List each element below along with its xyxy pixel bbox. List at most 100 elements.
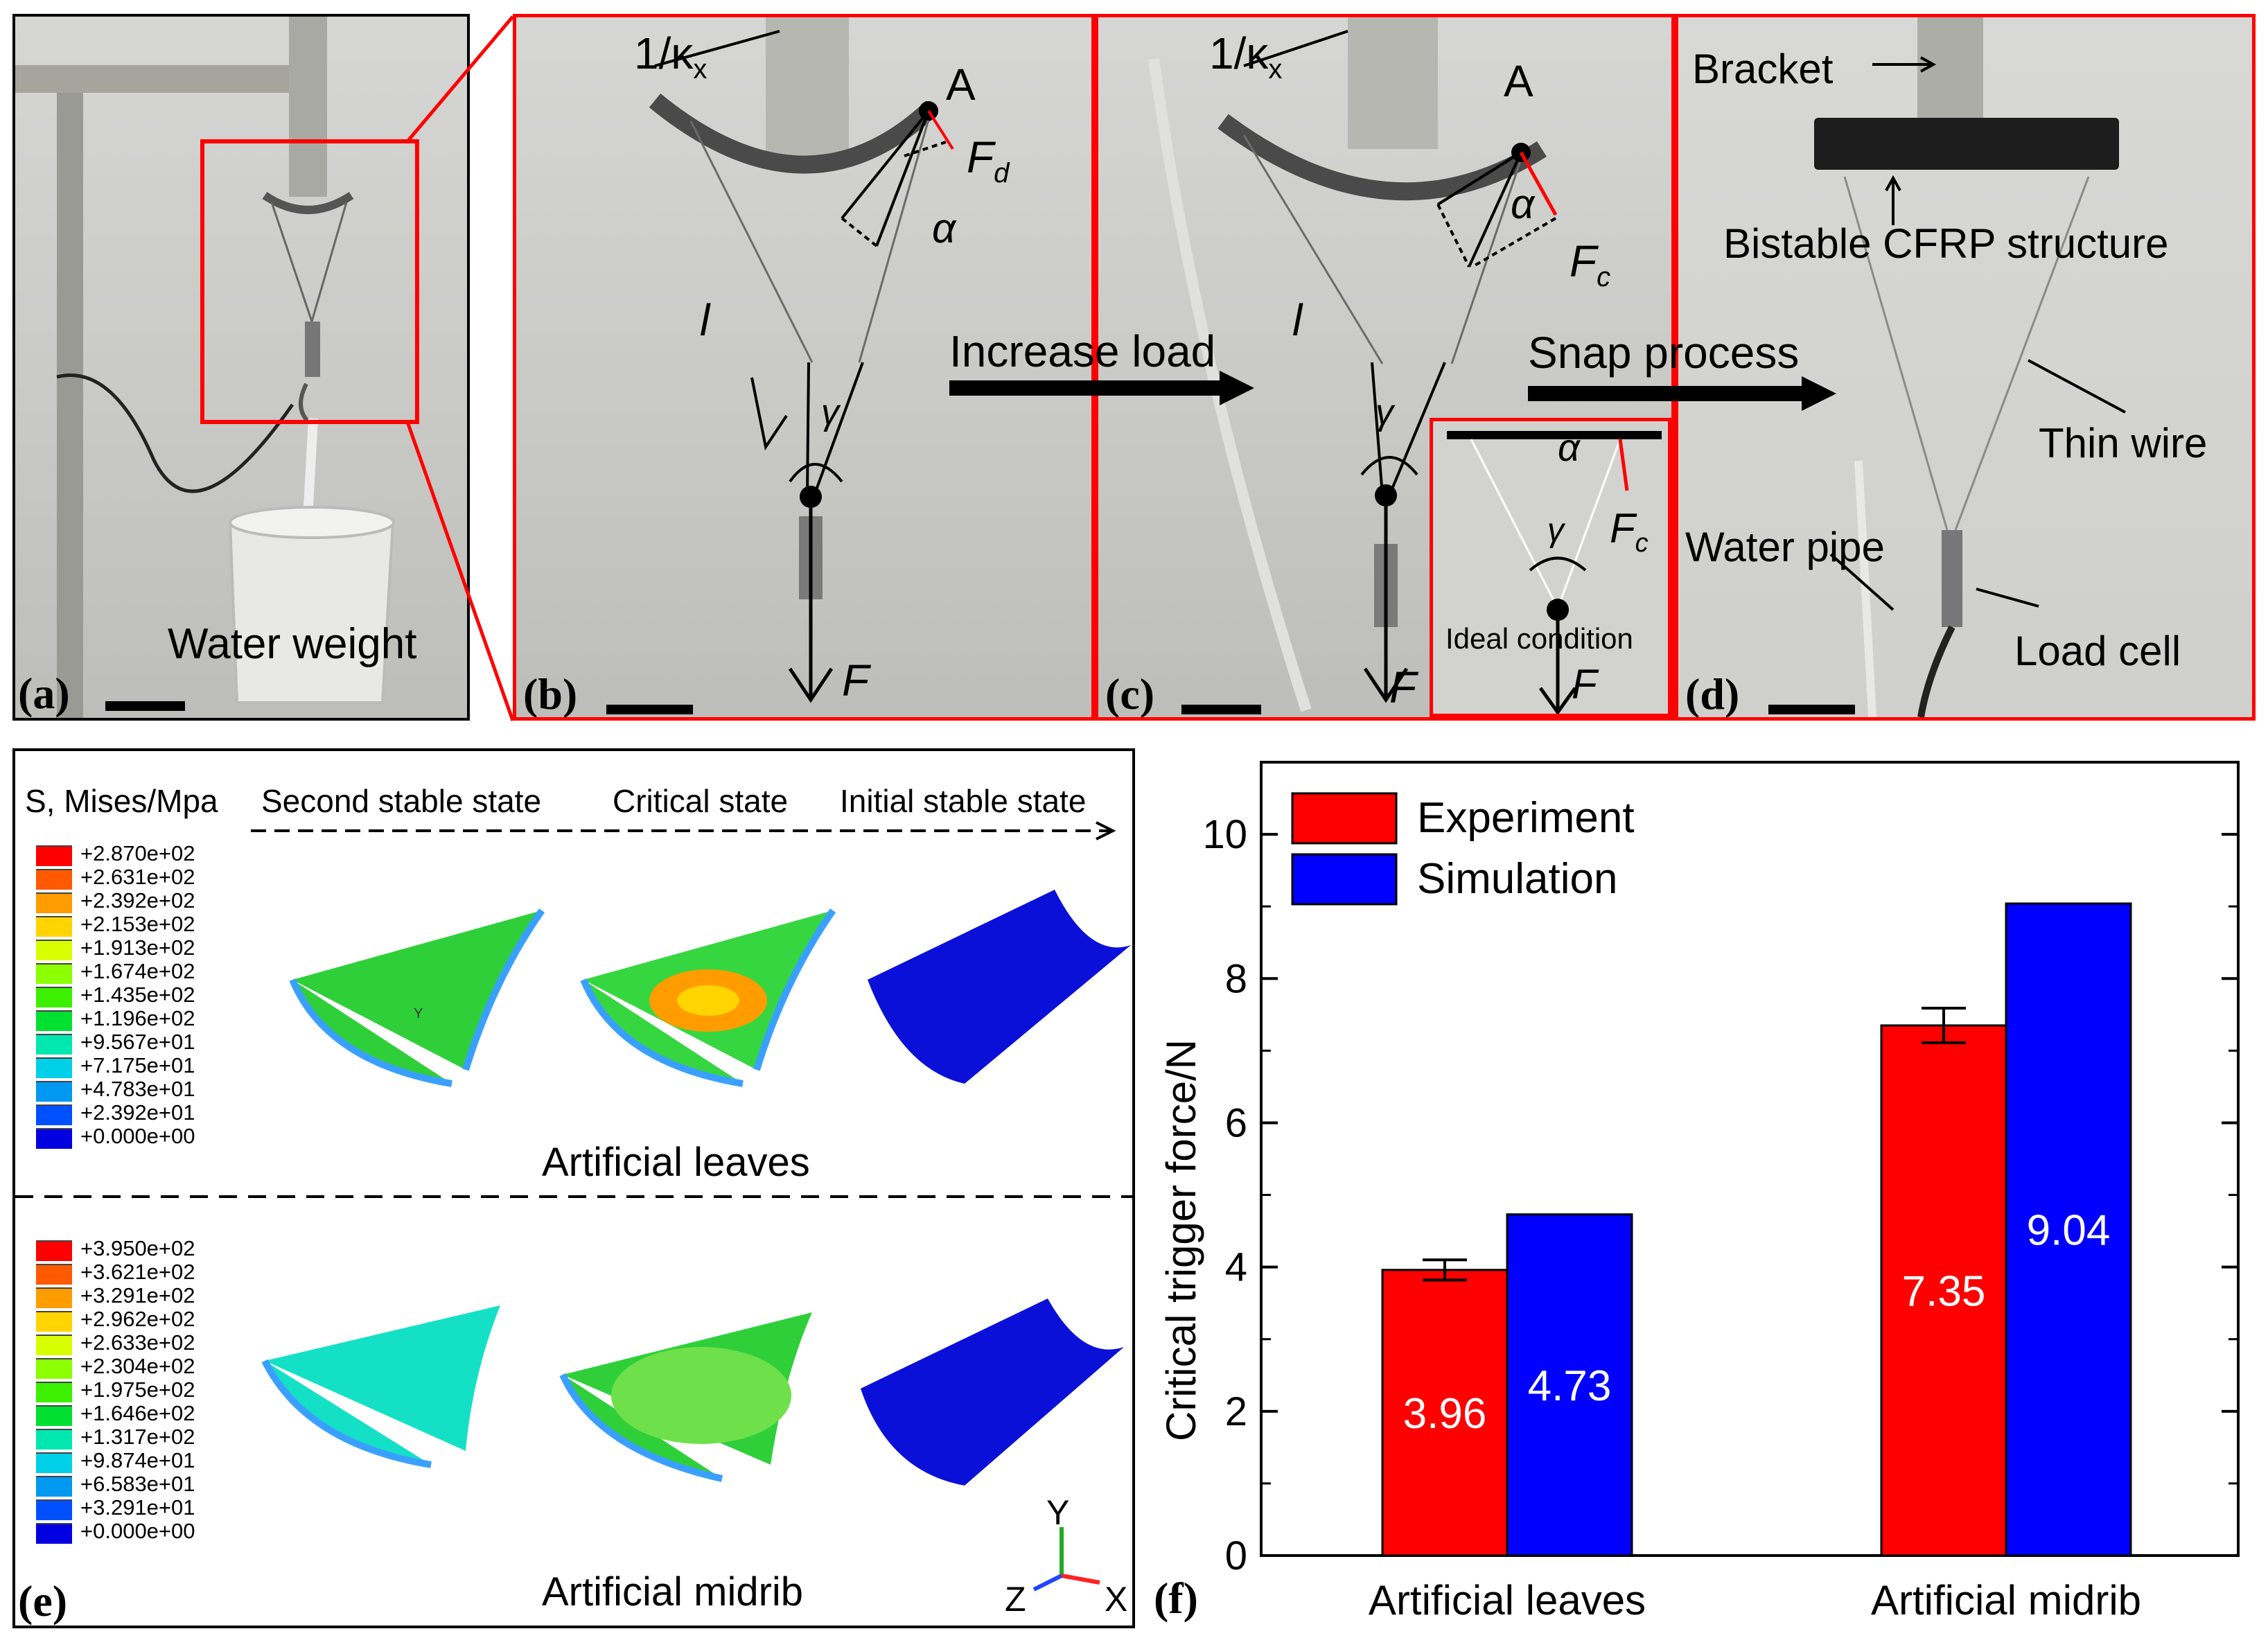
alpha-label: α [1511, 181, 1535, 227]
legend-entry: +1.646e+02 [36, 1401, 251, 1426]
legend-value: +2.870e+02 [80, 841, 195, 865]
setup-sketch [56, 139, 419, 704]
legend-swatch [36, 1476, 72, 1497]
axis-triad-icon [1032, 1527, 1100, 1592]
ideal-condition-label: Ideal condition [1445, 622, 1633, 655]
legend-swatch [36, 1452, 72, 1473]
bar-value-label: 4.73 [1528, 1362, 1612, 1410]
alpha-label: α [932, 205, 956, 252]
panel-f-label: (f) [1154, 1574, 1198, 1623]
legend-value: +2.304e+02 [80, 1354, 195, 1378]
legend-entry: +2.631e+02 [36, 865, 251, 890]
artificial-midrib-title: Artificial midrib [542, 1569, 804, 1614]
fe-shells-midrib [261, 1298, 1124, 1486]
legend-value: +3.291e+01 [80, 1495, 195, 1520]
bracket-post [766, 17, 849, 156]
state-initial-stable: Initial stable state [840, 783, 1087, 819]
legend-value: +0.000e+00 [80, 1124, 195, 1148]
legend-entry: +9.874e+01 [36, 1448, 251, 1473]
point-a-label: A [946, 60, 976, 109]
legend-value: +3.291e+02 [80, 1283, 195, 1307]
panel-c-diagram [1148, 30, 1558, 712]
inset-diagram [1447, 431, 1662, 714]
force-f-label: F [842, 655, 870, 705]
y-tick-label: 4 [1225, 1245, 1247, 1290]
bar-experiment [1381, 1269, 1509, 1557]
legend-entry: +2.962e+02 [36, 1307, 251, 1332]
legend-swatch [36, 1358, 72, 1379]
force-f-label: F [1389, 662, 1417, 712]
aluminum-frame-post [57, 72, 83, 718]
bar-value-label: 3.96 [1403, 1390, 1487, 1438]
y-tick-label: 0 [1225, 1533, 1247, 1578]
legend-entry: +1.913e+02 [36, 935, 251, 960]
legend-swatch [36, 1010, 72, 1031]
legend-value: +4.783e+01 [80, 1077, 195, 1101]
legend-entry: +6.583e+01 [36, 1472, 251, 1497]
stress-legend-leaves: +2.870e+02+2.631e+02+2.392e+02+2.153e+02… [36, 841, 251, 1153]
legend-swatch [36, 892, 72, 913]
legend-value: +6.583e+01 [80, 1472, 195, 1496]
bracket-post [289, 17, 327, 197]
legend-swatch [36, 1499, 72, 1520]
legend-entry: +3.291e+01 [36, 1495, 251, 1520]
legend-swatch [36, 1034, 72, 1055]
scale-bar [1768, 705, 1855, 714]
axis-x-label: X [1105, 1580, 1128, 1619]
legend-value: +1.975e+02 [80, 1377, 195, 1402]
legend-entry: +1.674e+02 [36, 959, 251, 984]
legend-value: +1.674e+02 [80, 959, 195, 983]
ideal-condition-inset: α γ Fc Ideal condition F [1430, 418, 1671, 717]
process-arrows [949, 371, 1836, 411]
legend-value: +2.962e+02 [80, 1307, 195, 1331]
y-tick-label: 6 [1225, 1100, 1247, 1145]
legend-swatch [36, 1523, 72, 1544]
bar-value-label: 7.35 [1902, 1267, 1986, 1315]
legend-swatch [36, 1382, 72, 1402]
legend-entry: +7.175e+01 [36, 1053, 251, 1078]
force-fc-label: Fc [1570, 236, 1611, 292]
curvature-label: 1/κx [634, 28, 707, 85]
smises-header: S, Mises/Mpa [25, 783, 218, 819]
legend-entry: +2.870e+02 [36, 841, 251, 866]
inset-force-fc-label: Fc [1610, 505, 1649, 558]
legend-entry: +9.567e+01 [36, 1030, 251, 1055]
legend-entry: +1.196e+02 [36, 1006, 251, 1031]
panel-b: 1/κx A Fd α l γ F (b) [513, 14, 1095, 721]
legend-swatch [36, 1104, 72, 1125]
legend-swatch [36, 845, 72, 866]
snap-process-label: Snap process [1528, 328, 1800, 378]
scale-bar [606, 705, 693, 714]
bistable-cfrp-label: Bistable CFRP structure [1723, 220, 2169, 267]
legend-swatch-experiment [1291, 792, 1398, 845]
y-tick-label: 2 [1225, 1389, 1247, 1434]
chart-ylabel: Critical trigger force/N [1158, 1039, 1204, 1441]
legend-value: +2.633e+02 [80, 1330, 195, 1355]
bar-simulation [2005, 902, 2132, 1557]
legend-swatch [36, 1240, 72, 1261]
legend-label: Experiment [1417, 794, 1635, 842]
state-direction-arrow [15, 821, 1132, 1198]
wire-length-label: l [700, 295, 710, 345]
x-tick-label: Artificial midrib [1871, 1577, 2141, 1623]
legend-swatch [36, 1264, 72, 1285]
legend-entry: +3.950e+02 [36, 1236, 251, 1261]
panel-c-label: (c) [1105, 669, 1155, 719]
scale-bar [105, 701, 185, 711]
legend-value: +9.874e+01 [80, 1448, 195, 1472]
legend-value: +2.392e+01 [80, 1100, 195, 1125]
legend-label: Simulation [1417, 855, 1617, 903]
water-pipe-label: Water pipe [1685, 524, 1885, 570]
legend-value: +1.435e+02 [80, 983, 195, 1007]
legend-entry: +1.975e+02 [36, 1377, 251, 1402]
bar-experiment [1880, 1024, 2007, 1557]
water-weight-label: Water weight [168, 620, 417, 668]
inset-alpha-label: α [1558, 425, 1580, 469]
legend-value: +3.621e+02 [80, 1260, 195, 1284]
legend-entry: +3.621e+02 [36, 1260, 251, 1285]
wire-length-label: l [1292, 295, 1303, 345]
legend-value: +1.646e+02 [80, 1401, 195, 1425]
inset-gamma-label: γ [1547, 512, 1564, 549]
axis-z-label: Z [1005, 1580, 1026, 1619]
